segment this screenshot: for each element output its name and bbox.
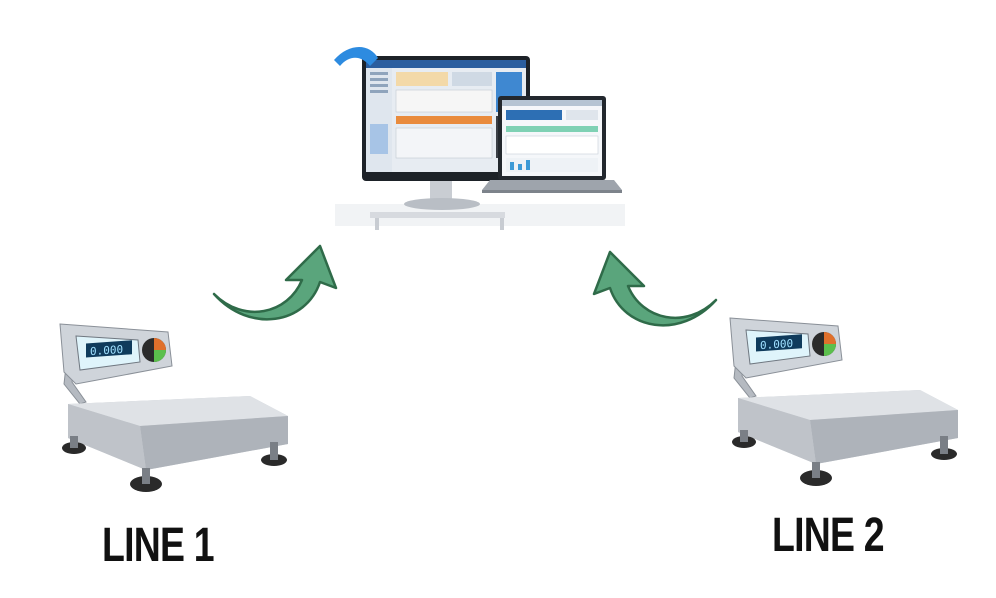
arrow-line2-to-computers xyxy=(590,246,720,336)
arrow-line1-to-computers xyxy=(210,240,340,330)
curved-arrow-icon xyxy=(592,250,718,327)
scale-line1: 0.000 xyxy=(50,318,300,498)
svg-text:0.000: 0.000 xyxy=(90,343,123,358)
computer-station xyxy=(330,44,630,234)
bench-scale-icon: 0.000 xyxy=(59,323,288,492)
curved-arrow-icon xyxy=(212,244,338,321)
bench-scale-icon: 0.000 xyxy=(729,317,958,486)
label-line1: LINE 1 xyxy=(102,519,215,572)
desktop-and-laptop-icon xyxy=(334,47,625,230)
scale-line2: 0.000 xyxy=(720,312,970,492)
label-line2: LINE 2 xyxy=(772,509,885,562)
svg-text:0.000: 0.000 xyxy=(760,337,793,352)
